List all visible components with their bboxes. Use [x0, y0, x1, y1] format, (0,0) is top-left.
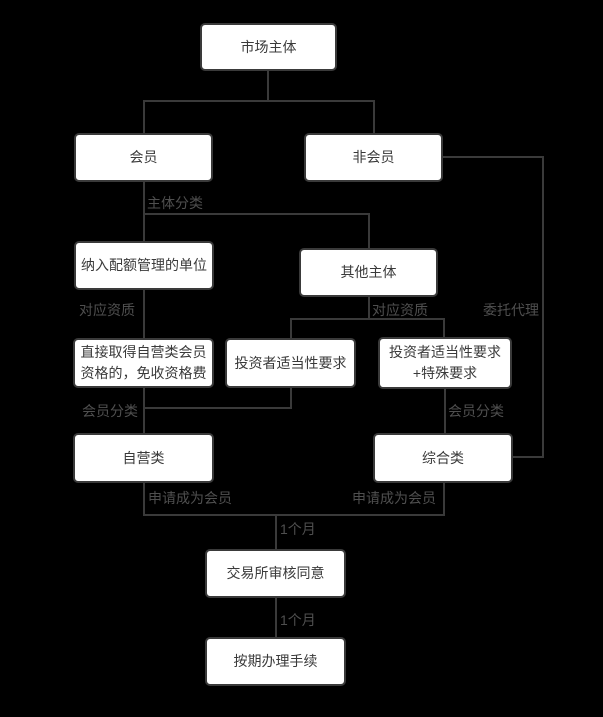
connector-approval-to-procedures [275, 598, 277, 637]
connector-rail-2 [143, 213, 370, 215]
connector-quota-unit-to-direct [143, 290, 145, 338]
node-other-entity: 其他主体 [299, 248, 438, 297]
connector-market-entity-down [267, 71, 269, 102]
connector-rail1-to-non-member [373, 100, 375, 133]
connector-direct-to-self-operated [143, 388, 145, 433]
edge-label-one-month-first: 1个月 [280, 521, 316, 537]
node-exchange-approval: 交易所审核同意 [205, 549, 346, 598]
node-comprehensive-type: 综合类 [373, 433, 513, 483]
node-market-entity: 市场主体 [200, 23, 337, 71]
edge-label-apply-membership-left: 申请成为会员 [148, 490, 232, 506]
connector-rail-3 [290, 318, 445, 320]
connector-rail5-to-approval [275, 514, 277, 549]
node-investor-suitability-special: 投资者适当性要求 +特殊要求 [378, 337, 512, 389]
connector-other-entity-down [368, 297, 370, 320]
connector-agency-to-comprehensive [513, 456, 544, 458]
connector-rail-1 [143, 100, 375, 102]
node-member: 会员 [74, 133, 213, 182]
node-self-operated-type: 自营类 [73, 433, 214, 483]
connector-suitability-to-rail4 [290, 388, 292, 409]
connector-rail-5 [143, 514, 445, 516]
connector-special-to-comprehensive [444, 389, 446, 433]
node-non-member: 非会员 [304, 133, 443, 182]
edge-label-entrusted-agency: 委托代理 [483, 302, 539, 318]
connector-self-operated-to-rail5 [143, 483, 145, 516]
connector-comprehensive-to-rail5 [443, 483, 445, 516]
edge-label-corresponding-qualification-left: 对应资质 [79, 302, 135, 318]
connector-rail3-to-suitability [290, 318, 292, 338]
node-quota-managed-unit: 纳入配额管理的单位 [74, 241, 214, 290]
edge-label-member-classification-left: 会员分类 [82, 403, 138, 419]
connector-rail-4 [143, 407, 292, 409]
connector-rail1-to-member [143, 100, 145, 133]
node-complete-procedures: 按期办理手续 [205, 637, 346, 686]
edge-label-member-classification-right: 会员分类 [448, 403, 504, 419]
node-direct-qualification-fee-free: 直接取得自营类会员 资格的，免收资格费 [73, 338, 214, 388]
connector-member-to-quota-unit [143, 182, 145, 241]
node-investor-suitability: 投资者适当性要求 [225, 338, 356, 388]
edge-label-entity-classification: 主体分类 [147, 195, 203, 211]
edge-label-one-month-second: 1个月 [280, 612, 316, 628]
connector-rail3-to-suitability-special [443, 318, 445, 337]
connector-rail2-to-other-entity [368, 213, 370, 248]
edge-label-corresponding-qualification-right: 对应资质 [372, 302, 428, 318]
connector-agency-vertical [542, 156, 544, 458]
connector-non-member-right [443, 156, 544, 158]
edge-label-apply-membership-right: 申请成为会员 [352, 490, 436, 506]
